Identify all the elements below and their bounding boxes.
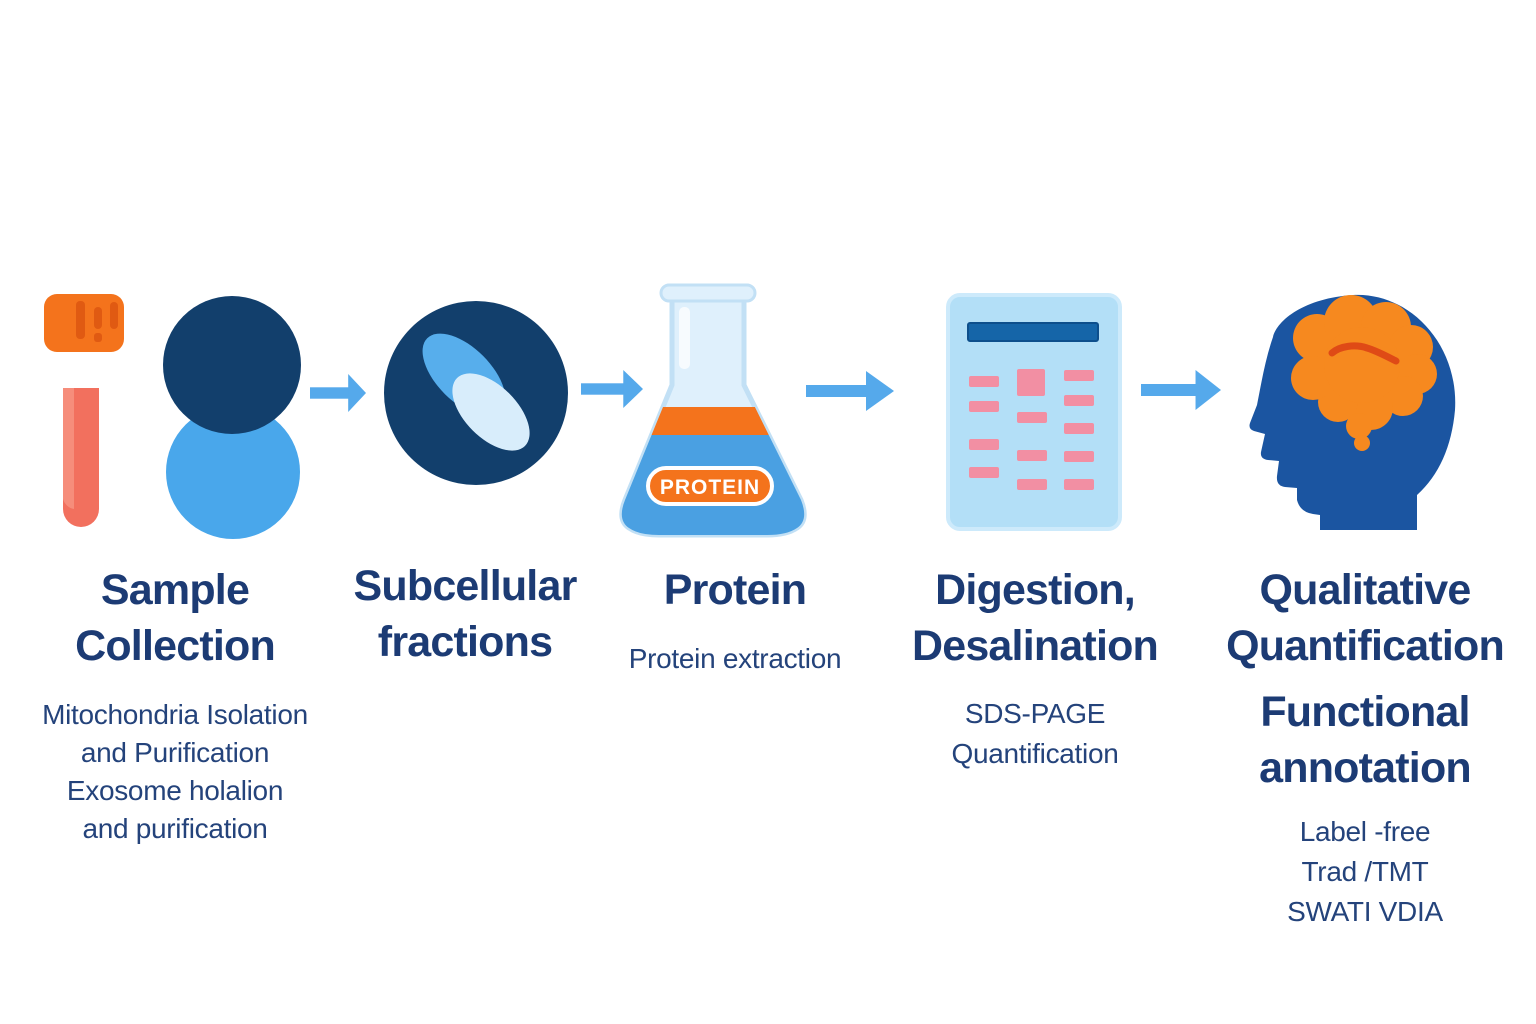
protein-badge-label: PROTEIN: [660, 476, 760, 499]
brain-icon: [1291, 295, 1437, 451]
step5-title-line2: Quantification: [1226, 622, 1505, 670]
step4-subtitle-line: SDS-PAGE: [964, 698, 1106, 729]
step5-title-line1: Qualitative: [1259, 566, 1471, 614]
step-qualitative-quantification: Qualitative Quantification Functional an…: [1205, 562, 1525, 932]
arrow-right-icon: [1141, 370, 1221, 410]
step3-subtitle-line: Protein extraction: [628, 643, 842, 674]
protein-badge: [646, 466, 774, 506]
step5-title-line3: Functional: [1260, 688, 1470, 736]
arrow-right-icon: [581, 370, 643, 408]
step1-subtitle-line: Exosome holalion: [66, 775, 284, 806]
head-brain-icon: [1249, 294, 1456, 530]
gel-bands-lane1: [969, 376, 999, 478]
test-tube-and-person-icon: [44, 294, 301, 539]
gel-well-bar: [967, 322, 1099, 342]
step-protein: Protein Protein extraction: [590, 562, 880, 678]
step3-title-line1: Protein: [663, 566, 807, 614]
step2-title-line2: fractions: [377, 618, 553, 666]
step-digestion-desalination: Digestion, Desalination SDS-PAGE Quantif…: [880, 562, 1190, 774]
step4-title-line1: Digestion,: [935, 566, 1136, 614]
step5-subtitle-line: SWATI VDIA: [1287, 896, 1443, 927]
electrophoresis-gel-icon: [946, 293, 1122, 531]
arrow-right-icon: [310, 374, 366, 412]
step-sample-collection: Sample Collection Mitochondria Isolation…: [10, 562, 340, 848]
step2-title-line1: Subcellular: [353, 562, 578, 610]
step4-subtitle-line: Quantification: [951, 738, 1119, 769]
arrow-right-icon: [806, 371, 894, 411]
brain-squiggle: [1328, 342, 1400, 365]
step5-subtitle-line: Label -free: [1299, 816, 1431, 847]
gel-bands-lane2: [1017, 369, 1047, 490]
cell-organelle-icon: [384, 301, 568, 485]
person-body-circle: [166, 405, 300, 539]
step1-subtitle-line: and Purification: [80, 737, 270, 768]
person-head-circle: [163, 296, 301, 434]
gel-bands-lane3: [1064, 370, 1094, 490]
step1-title-line2: Collection: [75, 622, 276, 670]
step5-subtitle-line: Trad /TMT: [1301, 856, 1429, 887]
flask-orange-band: [621, 407, 805, 435]
step1-subtitle-line: Mitochondria Isolation: [42, 699, 308, 730]
step5-title-line4: annotation: [1259, 744, 1472, 792]
step4-title-line2: Desalination: [911, 622, 1159, 670]
organelle-pale: [452, 373, 530, 451]
step1-title-line1: Sample: [100, 566, 250, 614]
step-subcellular-fractions: Subcellular fractions: [330, 558, 600, 670]
step1-subtitle-line: and purification: [82, 813, 268, 844]
flask-icon: PROTEIN: [619, 283, 807, 538]
